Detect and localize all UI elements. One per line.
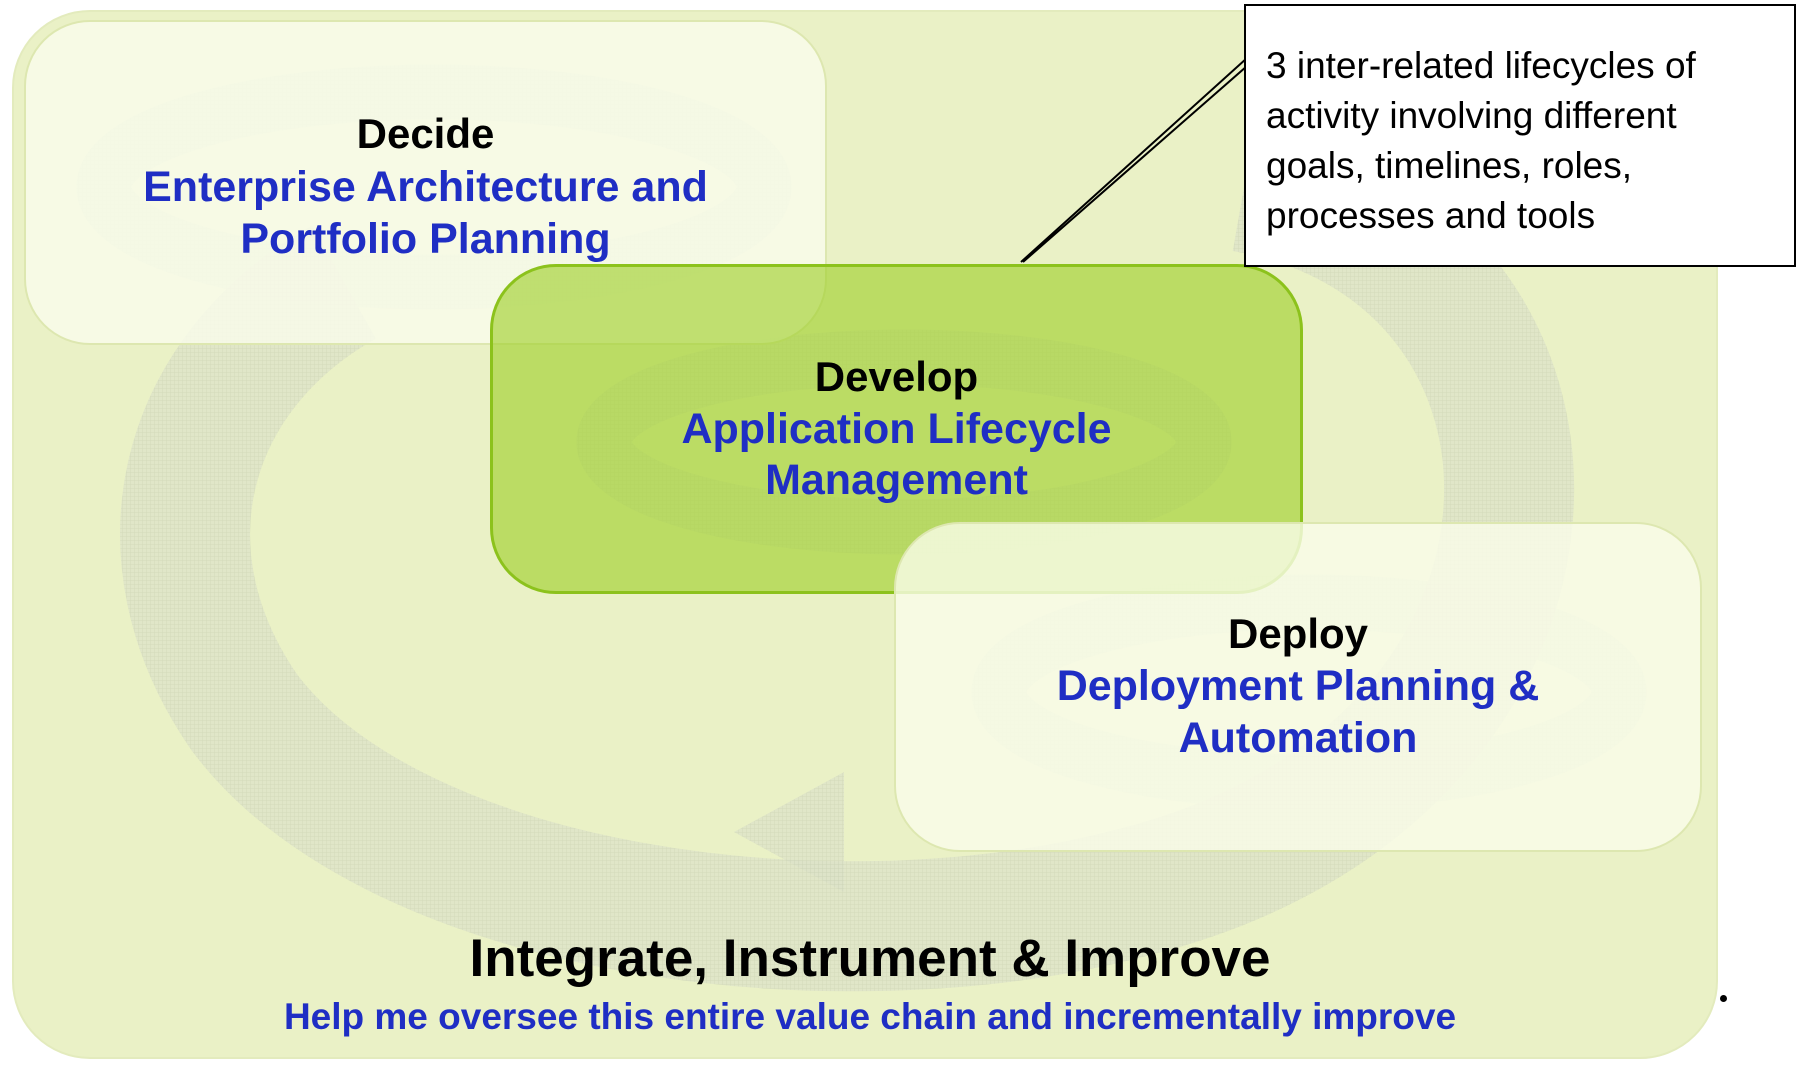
stage-decide-description-line-2: Portfolio Planning bbox=[240, 215, 611, 263]
stage-develop-description-line-2: Management bbox=[765, 456, 1028, 504]
footer-subtitle: Help me oversee this entire value chain … bbox=[283, 996, 1457, 1037]
stage-deploy: Deploy Deployment Planning & Automation bbox=[894, 522, 1702, 852]
stage-decide-description-line-1: Enterprise Architecture and bbox=[143, 163, 708, 211]
large-cycle-arrowhead bbox=[734, 772, 844, 892]
stage-develop-description-line-1: Application Lifecycle bbox=[681, 405, 1112, 453]
stage-deploy-description-line-1: Deployment Planning & bbox=[1056, 662, 1540, 710]
stage-deploy-name: Deploy bbox=[1227, 610, 1369, 657]
callout-text: 3 inter-related lifecycles of activity i… bbox=[1266, 45, 1696, 236]
footer-title: Integrate, Instrument & Improve bbox=[469, 929, 1271, 988]
large-cycle-arrow bbox=[120, 122, 1575, 992]
bullet-dot bbox=[1720, 995, 1727, 1002]
callout-box: 3 inter-related lifecycles of activity i… bbox=[1244, 4, 1796, 267]
stage-deploy-description-line-2: Automation bbox=[1178, 714, 1418, 762]
stage-develop-name: Develop bbox=[814, 353, 979, 400]
stage-decide-name: Decide bbox=[356, 110, 495, 157]
